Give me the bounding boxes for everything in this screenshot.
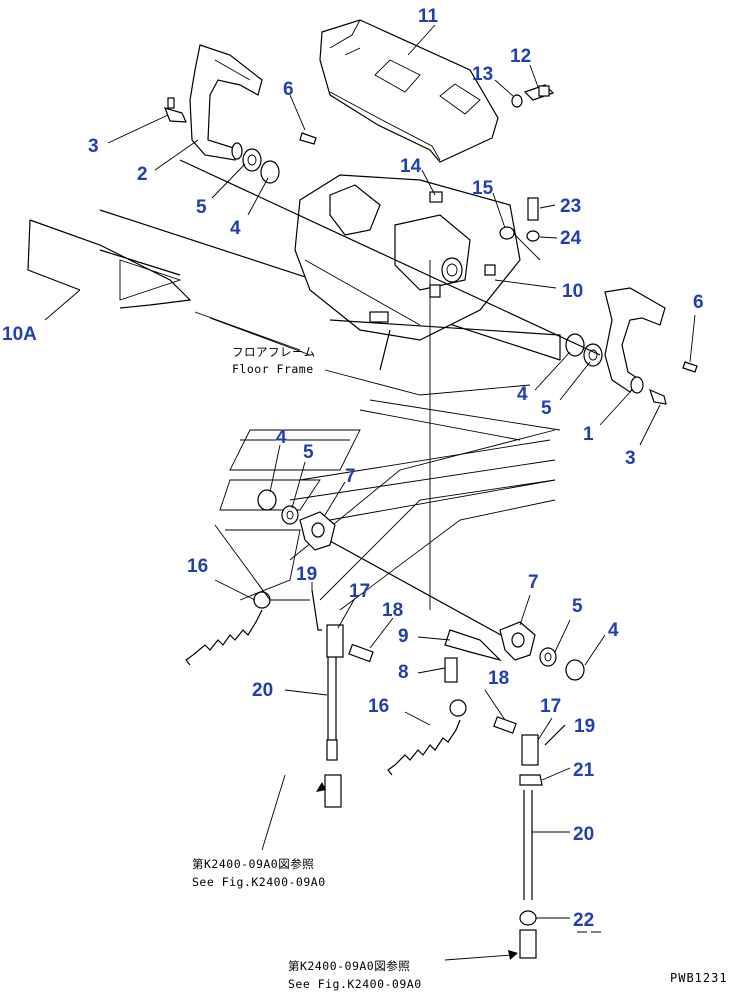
bushing-part-4-right xyxy=(565,333,585,357)
callout-10: 10 xyxy=(562,281,583,302)
callout-18-left: 18 xyxy=(382,600,403,621)
pedal-part-1 xyxy=(604,287,666,394)
callout-23: 23 xyxy=(560,196,581,217)
callout-19-left: 19 xyxy=(296,564,317,585)
pedal-part-2 xyxy=(189,44,263,161)
pin-part-18-right xyxy=(493,716,517,734)
bolt-part-8 xyxy=(444,657,458,683)
pin-part-6-left xyxy=(299,132,317,145)
callout-13: 13 xyxy=(472,64,493,85)
callout-19-right: 19 xyxy=(574,716,595,737)
clevis-part-17-right xyxy=(521,734,539,766)
callout-17-right: 17 xyxy=(540,696,561,717)
callout-7-left: 7 xyxy=(345,466,356,487)
callout-6-top: 6 xyxy=(283,79,294,100)
callout-9: 9 xyxy=(398,626,409,647)
annotations: フロアフレーム Floor Frame 第K2400-09A0図参照 See F… xyxy=(192,345,728,991)
pedal-bracket-part-10 xyxy=(294,174,541,341)
callout-8: 8 xyxy=(398,662,409,683)
bolt-part-9 xyxy=(444,629,503,662)
bolt-part-14 xyxy=(429,191,443,203)
callout-4-left: 4 xyxy=(276,427,287,448)
pedal-cover-part-11 xyxy=(319,19,499,163)
callout-5-mid: 5 xyxy=(541,398,552,419)
spring-part-16-right xyxy=(387,699,467,776)
callout-12: 12 xyxy=(510,46,531,67)
pin-part-6-right xyxy=(682,361,698,373)
grease-fitting-part-3-left xyxy=(164,97,187,123)
callout-24: 24 xyxy=(560,228,582,249)
callout-3-left: 3 xyxy=(88,136,99,157)
callout-15: 15 xyxy=(472,178,494,199)
see-fig-note-1-jp: 第K2400-09A0図参照 xyxy=(192,857,314,871)
see-fig-note-2-en: See Fig.K2400-09A0 xyxy=(288,977,422,991)
washer-part-24 xyxy=(526,230,540,242)
nut-part-15 xyxy=(499,226,515,240)
bushing-part-4-right-lower xyxy=(565,659,585,681)
callout-7-right: 7 xyxy=(528,572,539,593)
bolt-part-23 xyxy=(527,197,539,221)
clevis-bottom-right xyxy=(519,929,537,959)
bolt-part-12 xyxy=(523,84,555,101)
callout-22: 22 xyxy=(573,910,594,931)
callout-labels: 11 12 13 6 3 2 5 4 14 15 23 24 10 10A 6 … xyxy=(2,6,704,933)
callout-10A: 10A xyxy=(2,324,37,345)
callout-16-left: 16 xyxy=(187,556,208,577)
callout-3-right: 3 xyxy=(625,448,636,469)
callout-5-left: 5 xyxy=(303,442,314,463)
callout-18-right: 18 xyxy=(488,668,509,689)
bushing-part-5-right-lower xyxy=(539,647,557,667)
callout-4-mid: 4 xyxy=(517,384,528,405)
callout-20-left: 20 xyxy=(252,680,273,701)
callout-11: 11 xyxy=(418,6,439,27)
spring-part-16-left xyxy=(185,591,271,666)
pin-part-18-left xyxy=(348,643,374,663)
washer-part-13 xyxy=(511,94,523,108)
callout-2: 2 xyxy=(137,164,148,185)
callout-6-right: 6 xyxy=(693,292,704,313)
callout-21: 21 xyxy=(573,760,595,781)
floor-frame-label-en: Floor Frame xyxy=(232,362,314,376)
see-fig-note-1-en: See Fig.K2400-09A0 xyxy=(192,875,326,889)
rod-part-20-right xyxy=(523,790,533,900)
bushing-part-4-top xyxy=(260,160,280,184)
lever-part-7-right xyxy=(499,621,536,661)
callout-5-top: 5 xyxy=(196,197,207,218)
rod-part-20-left xyxy=(324,657,342,808)
grease-fitting-part-3-right xyxy=(649,388,667,405)
callout-5-right: 5 xyxy=(572,596,583,617)
clevis-part-17-left xyxy=(326,624,344,658)
callout-14: 14 xyxy=(400,156,422,177)
callout-4-top: 4 xyxy=(230,218,241,239)
cotter-pin-part-19-right xyxy=(544,724,566,746)
leader-lines xyxy=(44,24,696,961)
lever-part-7-left xyxy=(299,511,336,551)
callout-4-right: 4 xyxy=(608,620,619,641)
callout-1: 1 xyxy=(583,424,594,445)
nut-part-21 xyxy=(519,774,543,786)
see-fig-note-2-jp: 第K2400-09A0図参照 xyxy=(288,959,410,973)
rod-shaft xyxy=(179,159,601,641)
nut-part-22 xyxy=(519,910,537,926)
drawing-id: PWB1231 xyxy=(670,971,728,985)
bushing-part-5-left-lower xyxy=(281,505,299,525)
callout-16-right: 16 xyxy=(368,696,389,717)
floor-frame-label-jp: フロアフレーム xyxy=(232,345,316,359)
bushing-part-5-top xyxy=(242,148,262,172)
bushing-part-4-left-lower xyxy=(257,489,277,511)
cotter-pin-part-19-left xyxy=(311,589,322,631)
callout-17-left: 17 xyxy=(349,581,370,602)
callout-20-right: 20 xyxy=(573,824,594,845)
